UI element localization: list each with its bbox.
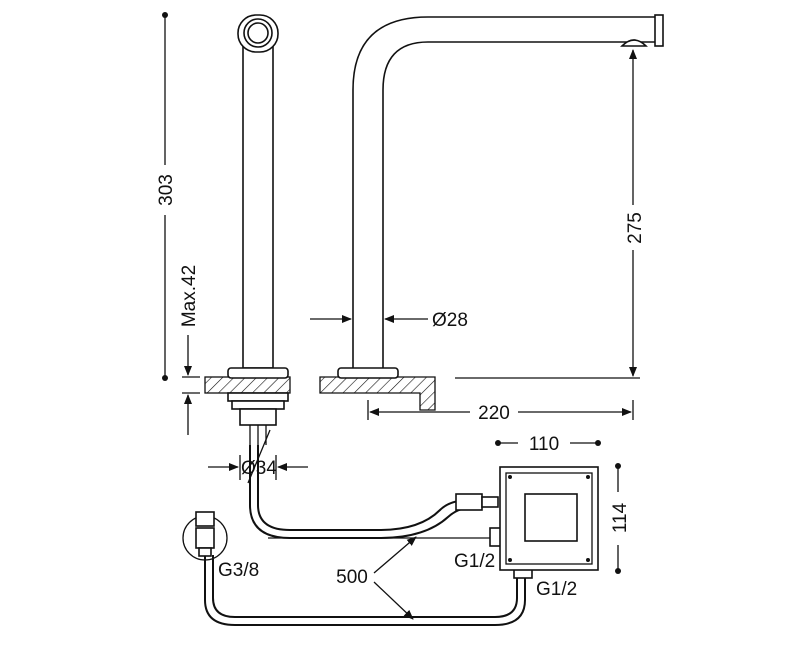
spout xyxy=(337,14,664,379)
dim-220 xyxy=(367,400,634,420)
dim-303 xyxy=(162,12,168,381)
dim-o28-label: Ø28 xyxy=(432,310,468,331)
conn-g38-label: G3/8 xyxy=(218,560,259,581)
dim-o34 xyxy=(208,429,308,484)
dim-110-label: 110 xyxy=(529,434,559,455)
dim-114 xyxy=(615,463,621,574)
dim-220-label: 220 xyxy=(478,403,510,424)
dim-275-label: 275 xyxy=(625,212,646,244)
conn-g12-side-label: G1/2 xyxy=(454,551,495,572)
hoses xyxy=(204,445,533,626)
dim-303-label: 303 xyxy=(156,174,177,206)
dim-275 xyxy=(455,49,640,379)
dim-max42-label: Max.42 xyxy=(179,265,200,327)
conn-g12-bottom-label: G1/2 xyxy=(536,579,577,600)
dim-o34-label: Ø34 xyxy=(241,458,277,479)
dim-500 xyxy=(373,536,417,620)
dim-114-label: 114 xyxy=(610,502,631,533)
sensor-column xyxy=(227,14,289,445)
control-box xyxy=(499,466,599,571)
inlet-valve xyxy=(182,511,228,561)
dim-max42 xyxy=(182,335,200,435)
dim-110 xyxy=(495,440,601,446)
dim-500-label: 500 xyxy=(336,567,368,588)
countertop xyxy=(204,376,436,411)
